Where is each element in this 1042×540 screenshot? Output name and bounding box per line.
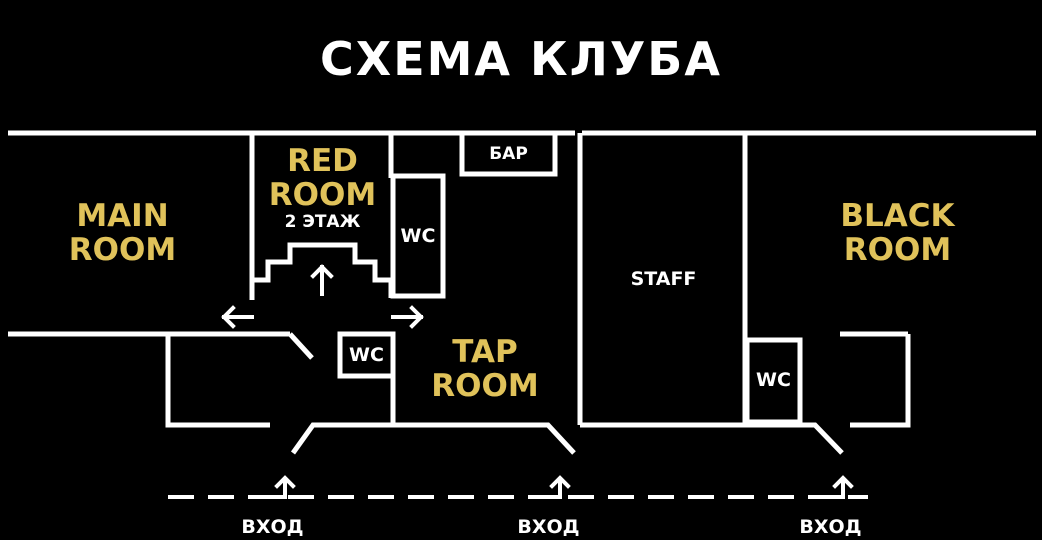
entrance-arrow-icon-1 [260, 475, 296, 499]
wc-red-room-box [390, 173, 446, 299]
door-main [288, 332, 314, 360]
arrow-up-icon [310, 264, 334, 296]
entrance-arrow-icon-2 [536, 475, 571, 499]
wc-boxes [337, 173, 803, 425]
page-title: СХЕМА КЛУБА [320, 32, 722, 86]
wc-black-box [744, 337, 803, 425]
tap-room-line-2: ROOM [431, 368, 539, 404]
wc-tap-label: WC [349, 344, 384, 366]
red-room-label: RED ROOM [254, 144, 391, 212]
staff-label: STAFF [630, 268, 697, 290]
arrows [221, 264, 854, 499]
entrance-arrow-icon-3 [818, 475, 854, 499]
lower-left-block [165, 334, 270, 428]
black-room-label: BLACK ROOM [815, 199, 980, 267]
tap-room-label: TAP ROOM [405, 335, 565, 403]
main-room-line-2: ROOM [68, 232, 177, 268]
bar-label: БАР [489, 144, 528, 164]
bar-box [459, 133, 558, 177]
entrance-label-1: ВХОД [241, 516, 304, 538]
wc-red-room-label: WC [400, 225, 436, 247]
black-room-lower-right [850, 334, 911, 428]
walls [8, 130, 1036, 455]
entrance-label-2: ВХОД [517, 516, 580, 538]
tap-room-line-1: TAP [452, 334, 518, 370]
stairs [249, 242, 394, 298]
black-room-line-2: ROOM [843, 232, 952, 268]
arrow-right-icon [391, 305, 424, 329]
black-room-line-1: BLACK [840, 198, 955, 234]
wc-tap-box [337, 331, 396, 379]
wc-black-label: WC [756, 369, 791, 391]
tap-entrance-right [393, 422, 576, 455]
main-room-label: MAIN ROOM [40, 199, 205, 267]
red-room-line-1: RED [287, 143, 358, 179]
main-room-line-1: MAIN [76, 198, 169, 234]
entrance-label-3: ВХОД [799, 516, 862, 538]
tap-entrance-left [290, 334, 396, 455]
red-room-line-2: ROOM [268, 177, 377, 213]
black-entrance-right [800, 422, 844, 455]
red-room-floor-label: 2 ЭТАЖ [284, 212, 361, 232]
arrow-left-icon [221, 305, 254, 329]
